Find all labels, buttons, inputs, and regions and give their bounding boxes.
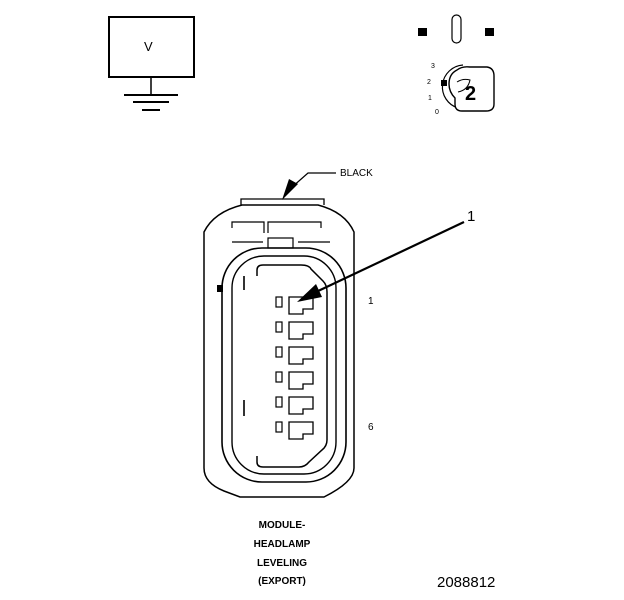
pin-cavity (275, 371, 314, 390)
connector-color-label: BLACK (340, 168, 373, 179)
figure-number: 2088812 (437, 574, 496, 591)
pin-cavity (275, 346, 314, 365)
switch-position-label: 3 (431, 63, 435, 70)
switch-position-label: 1 (428, 95, 432, 102)
pin-cavity (275, 396, 314, 415)
last-pin-label: 6 (368, 422, 374, 433)
pin-cavity (275, 321, 314, 340)
meter-unit-label: V (144, 39, 153, 54)
caption-line: HEADLAMP (253, 539, 311, 550)
first-pin-label: 1 (368, 296, 374, 307)
pin-cavity (275, 421, 314, 440)
caption-line: LEVELING (256, 558, 307, 569)
callout-number: 1 (467, 208, 476, 225)
key-number-label: 2 (465, 83, 477, 105)
caption-line: MODULE- (258, 520, 306, 531)
connector-housing (203, 198, 355, 498)
switch-position-label: 0 (435, 109, 439, 116)
voltmeter-symbol (108, 16, 195, 111)
black-leader-arrow (282, 172, 336, 200)
ignition-switch-icon (418, 14, 495, 112)
pin-cavity-group (275, 296, 314, 440)
callout-arrow (297, 221, 465, 302)
switch-position-label: 2 (427, 79, 431, 86)
caption-line: (EXPORT) (258, 576, 306, 587)
